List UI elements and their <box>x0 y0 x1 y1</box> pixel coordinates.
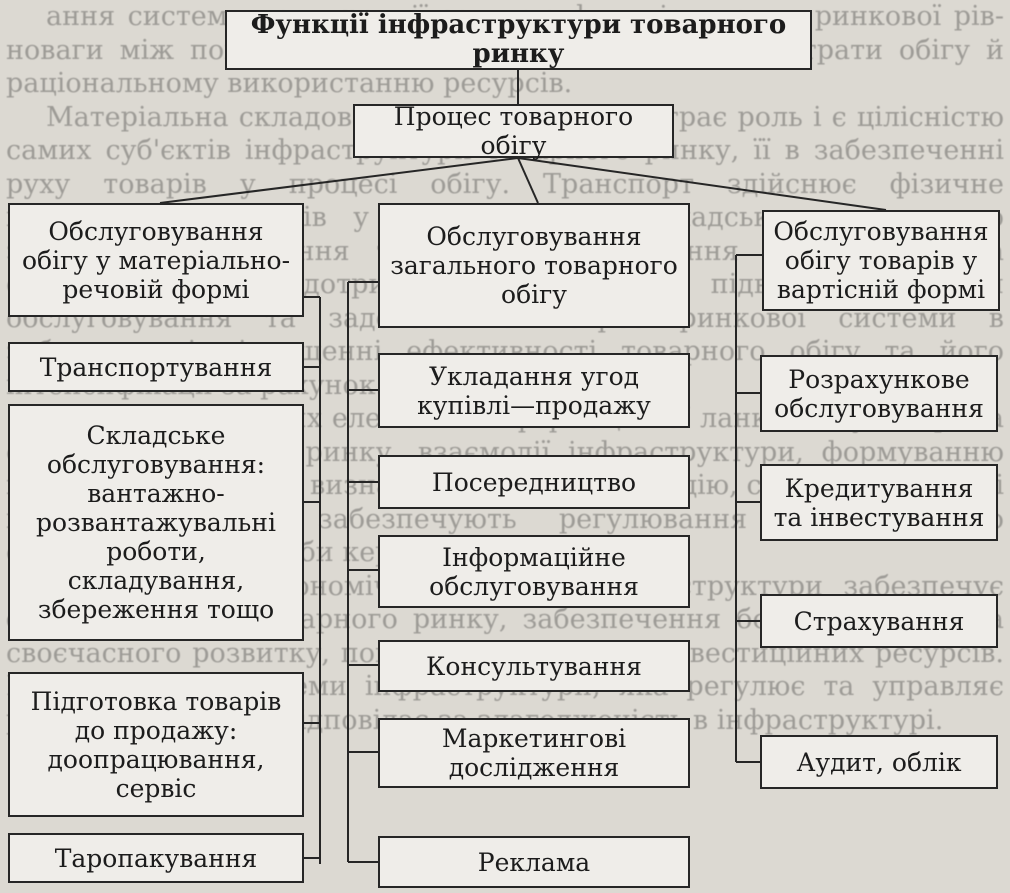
diagram-title: Функції інфраструктури товарного ринку <box>225 10 812 70</box>
right-item-settlement: Розрахункове обслуговування <box>760 355 998 432</box>
right-header-box: Обслуговування обігу товарів у вартісній… <box>762 210 1000 311</box>
right-item-insurance: Страхування <box>760 594 998 648</box>
left-item-packaging: Таропакування <box>8 833 304 883</box>
center-item-mediation: Посередництво <box>378 455 690 509</box>
left-item-warehouse: Складське обслуговування: вантажно- розв… <box>8 404 304 641</box>
center-item-advertising: Реклама <box>378 836 690 888</box>
center-item-deals: Укладання угод купівлі—продажу <box>378 353 690 428</box>
connector-process-to-left <box>159 157 519 204</box>
left-header-box: Обслуговування обігу у матеріально- речо… <box>8 203 304 317</box>
process-box: Процес товарного обігу <box>353 102 674 160</box>
center-item-consulting: Консультування <box>378 640 690 692</box>
center-item-information: Інформаційне обслуговування <box>378 535 690 608</box>
left-item-preparation: Підготовка товарів до продажу: доопрацюв… <box>8 672 304 817</box>
connector-process-to-right <box>517 157 887 211</box>
connector-process-to-center <box>517 157 539 204</box>
right-item-credit: Кредитування та інвестування <box>760 464 998 541</box>
left-item-transport: Транспортування <box>8 342 304 392</box>
center-header-box: Обслуговування загального товарного обіг… <box>378 203 690 328</box>
center-item-marketing: Маркетингові дослідження <box>378 718 690 788</box>
right-item-audit: Аудит, облік <box>760 735 998 789</box>
